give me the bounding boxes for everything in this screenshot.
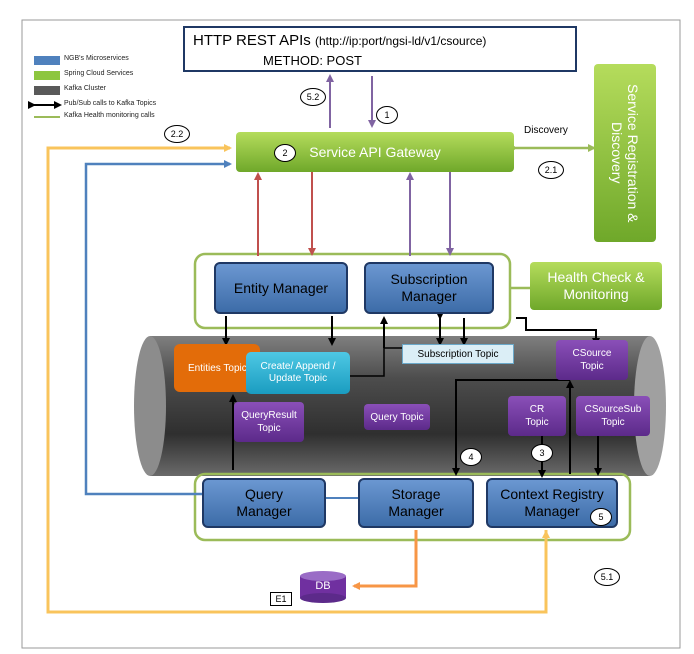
subscription-manager: Subscription Manager: [364, 262, 494, 314]
entities-topic-label: Entities Topic: [188, 362, 247, 374]
api-title: HTTP REST APIs: [193, 32, 311, 49]
subscription-topic-label: Subscription Topic: [417, 348, 499, 360]
csource-topic-label: CSource Topic: [572, 348, 612, 372]
cr-topic-label: CR Topic: [525, 404, 549, 428]
cr-topic: CR Topic: [508, 396, 566, 436]
db-tag-text: E1: [275, 594, 287, 604]
api-method: METHOD: POST: [263, 53, 362, 68]
step-2-2: 2.2: [164, 125, 190, 143]
subscription-topic: Subscription Topic: [402, 344, 514, 364]
query-result-topic-label: QueryResult Topic: [241, 410, 297, 434]
db-text: DB: [315, 580, 331, 592]
gateway-label: Service API Gateway: [309, 144, 441, 160]
db-tag: E1: [270, 592, 292, 606]
storage-manager-label: Storage Manager: [388, 485, 444, 520]
http-rest-api-box: HTTP REST APIs (http://ip:port/ngsi-ld/v…: [183, 26, 577, 72]
entities-topic: Entities Topic: [174, 344, 260, 392]
entity-manager-label: Entity Manager: [233, 280, 329, 296]
legend-swatch-spring: [34, 71, 60, 80]
step-1: 1: [376, 106, 398, 124]
create-append-update-topic: Create/ Append / Update Topic: [246, 352, 350, 394]
context-registry-manager-label: Context Registry Manager: [500, 485, 604, 520]
legend-label-microservices: NGB's Microservices: [64, 55, 129, 62]
legend-label-spring: Spring Cloud Services: [64, 70, 134, 77]
db-label: DB: [300, 577, 346, 595]
step-5-2: 5.2: [300, 88, 326, 106]
csource-sub-topic: CSourceSub Topic: [576, 396, 650, 436]
csource-topic: CSource Topic: [556, 340, 628, 380]
query-topic-label: Query Topic: [370, 411, 424, 423]
step-5: 5: [590, 508, 612, 526]
entity-manager: Entity Manager: [214, 262, 348, 314]
subscription-manager-label: Subscription Manager: [390, 270, 468, 305]
upper-group-border: [193, 252, 512, 330]
query-result-topic: QueryResult Topic: [234, 402, 304, 442]
storage-to-db: [352, 530, 418, 590]
legend-label-kafka: Kafka Cluster: [64, 85, 107, 92]
outer-frame: [21, 19, 681, 649]
lower-group-border: [193, 472, 632, 542]
step-2-1: 2.1: [538, 161, 564, 179]
blue-path: [84, 160, 232, 496]
health-check-monitoring: Health Check & Monitoring: [530, 262, 662, 310]
db-cylinder: [300, 571, 346, 603]
query-manager: Query Manager: [202, 478, 326, 528]
step-4: 4: [460, 448, 482, 466]
legend-swatch-microservices: [34, 56, 60, 65]
step-3: 3: [531, 444, 553, 462]
csource-sub-topic-label: CSourceSub Topic: [584, 404, 642, 428]
legend-label-health: Kafka Health monitoring calls: [64, 112, 155, 119]
health-label: Health Check & Monitoring: [547, 269, 645, 302]
legend-label-pubsub: Pub/Sub calls to Kafka Topics: [64, 100, 157, 107]
storage-manager: Storage Manager: [358, 478, 474, 528]
legend-swatch-kafka: [34, 86, 60, 95]
step-2: 2: [274, 144, 296, 162]
service-registration-discovery: Service Registration & Discovery: [594, 64, 656, 242]
query-manager-label: Query Manager: [236, 485, 292, 520]
registry-label: Service Registration & Discovery: [609, 83, 642, 223]
api-url: (http://ip:port/ngsi-ld/v1/csource): [314, 34, 487, 48]
create-append-topic-label: Create/ Append / Update Topic: [260, 361, 336, 384]
query-topic: Query Topic: [364, 404, 430, 430]
discovery-label: Discovery: [524, 125, 568, 136]
step-5-1: 5.1: [594, 568, 620, 586]
